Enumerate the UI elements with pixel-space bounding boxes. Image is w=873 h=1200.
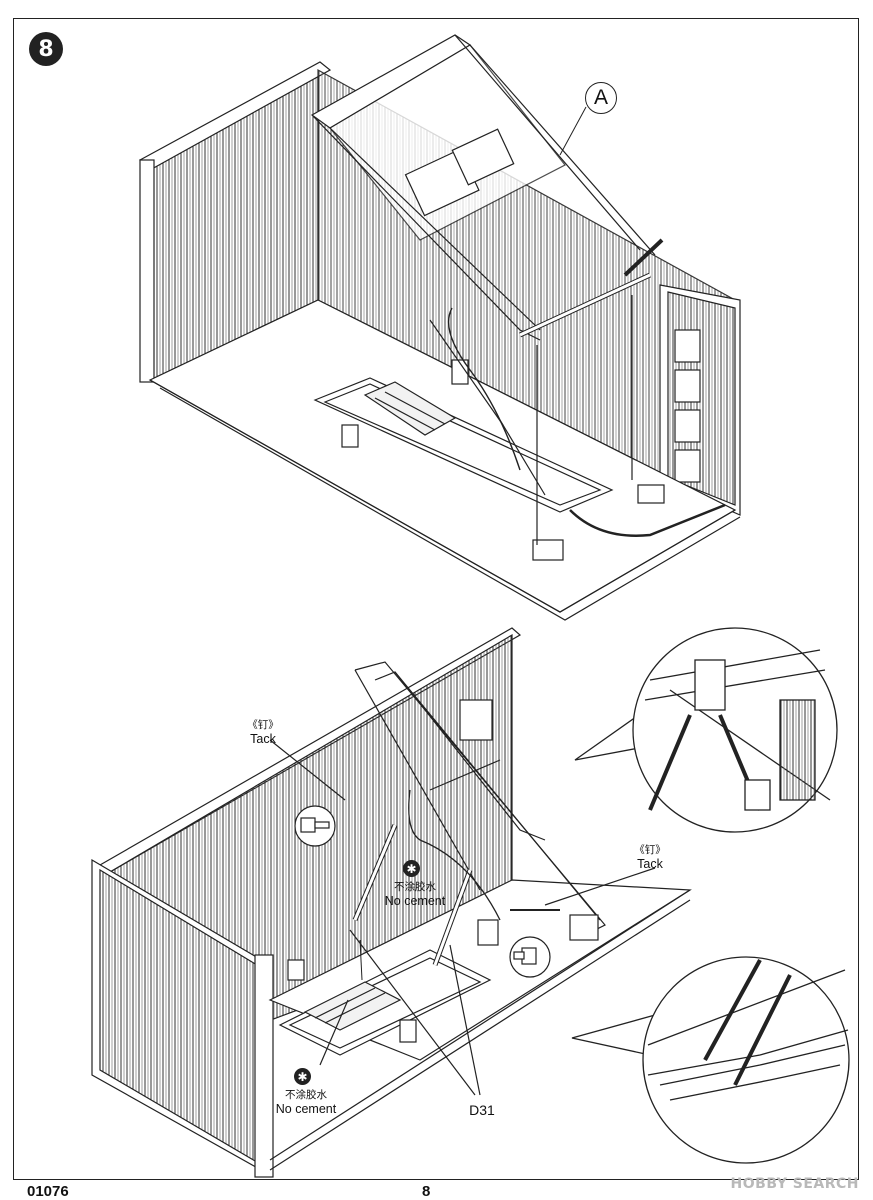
no-cement-callout-low: 不涂胶水 No cement (266, 1088, 346, 1116)
part-a-label: A (585, 82, 617, 114)
part-d31-label: D31 (469, 1102, 495, 1118)
tack-callout-right: 《钉》 Tack (625, 843, 675, 871)
tack-detail-right (509, 936, 551, 978)
detail-circle-bench (571, 956, 850, 1164)
top-container-assembly (139, 34, 741, 621)
tack-detail-left (294, 805, 336, 847)
bottom-container-assembly (91, 627, 692, 1178)
step-number-badge: 8 (29, 32, 63, 66)
no-cement-low-en: No cement (275, 1102, 337, 1116)
page-frame (13, 18, 859, 1180)
detail-circle-hinge (574, 627, 838, 833)
no-cement-mid-en: No cement (384, 894, 446, 908)
no-cement-low-cn: 不涂胶水 (285, 1089, 327, 1101)
watermark: HOBBY SEARCH (730, 1176, 859, 1192)
no-cement-mid-cn: 不涂胶水 (394, 881, 436, 893)
no-cement-callout-mid: 不涂胶水 No cement (375, 880, 455, 908)
tack-callout-left-en: Tack (250, 732, 276, 746)
tack-callout-left: 《钉》 Tack (238, 718, 288, 746)
no-cement-icon: ✱ (294, 1068, 311, 1085)
product-code: 01076 (27, 1183, 69, 1200)
tack-callout-right-cn: 《钉》 (634, 844, 666, 856)
no-cement-icon: ✱ (403, 860, 420, 877)
page-number: 8 (422, 1183, 431, 1200)
tack-callout-right-en: Tack (637, 857, 663, 871)
tack-callout-left-cn: 《钉》 (247, 719, 279, 731)
